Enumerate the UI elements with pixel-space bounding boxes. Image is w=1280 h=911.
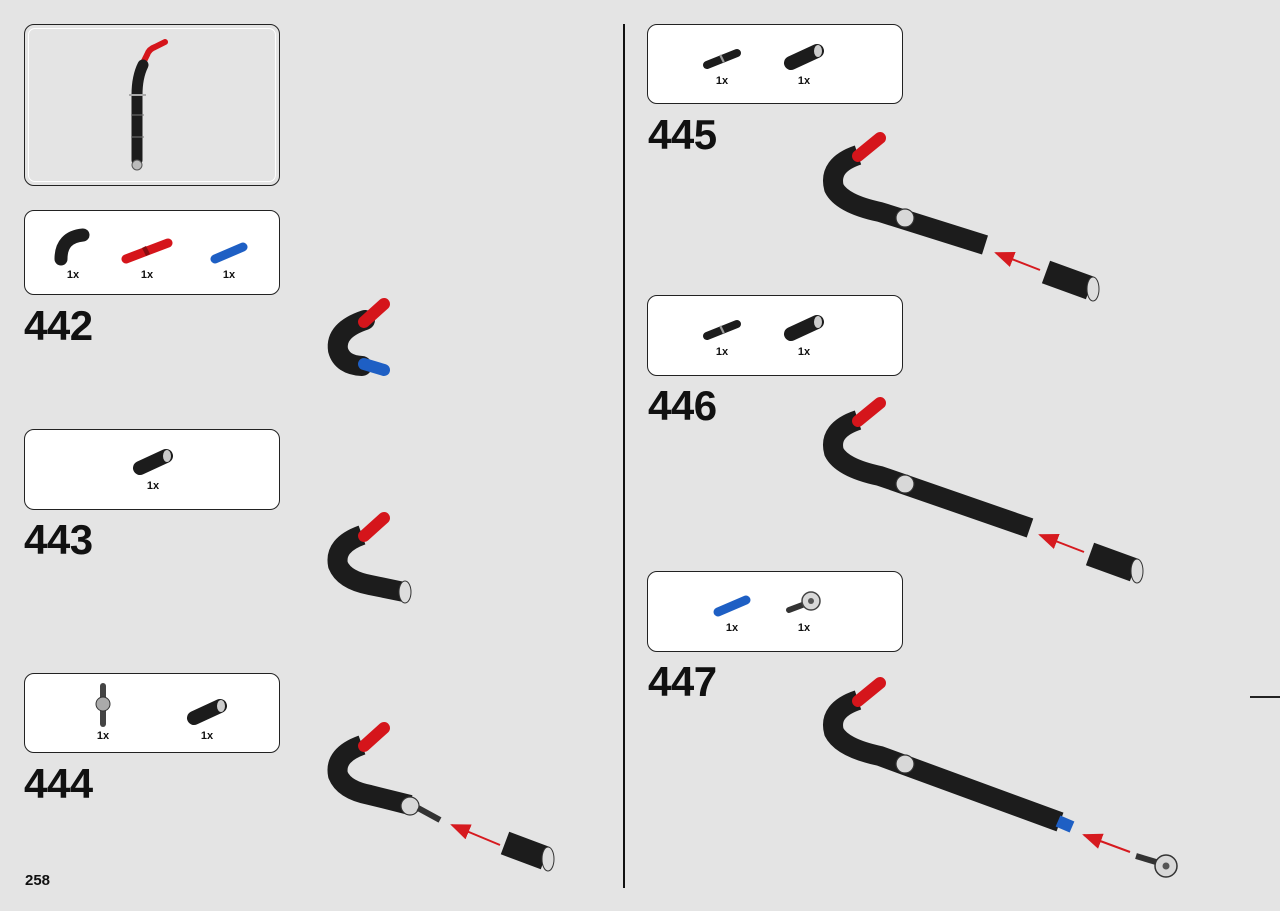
black-tube-connector-icon: [133, 449, 173, 475]
part-item: 1x: [702, 590, 762, 634]
step-447-parts-box: 1x 1x: [647, 571, 903, 652]
part-item: 1x: [123, 444, 183, 492]
black-tube-connector-icon: [187, 699, 227, 725]
step-446-model: [823, 397, 1144, 584]
step-444-model: [327, 722, 555, 872]
step-number: 446: [648, 382, 717, 429]
step-number: 445: [648, 111, 717, 158]
part-item: 1x: [774, 310, 834, 358]
step-447-model: [823, 677, 1178, 878]
page-number: 258: [25, 872, 51, 889]
step-number: 443: [24, 516, 93, 563]
step-446-parts-box: 1x 1x: [647, 295, 903, 376]
gray-axle-joint-icon: [786, 591, 821, 613]
part-item: 1x: [73, 682, 133, 742]
black-pin-icon: [703, 49, 741, 69]
step-445-parts-box: 1x 1x: [647, 24, 903, 104]
step-445-model: [823, 132, 1100, 302]
black-tube-connector-icon: [784, 44, 824, 70]
step-number: 444: [24, 760, 93, 807]
subassembly-preview: [24, 24, 280, 186]
part-item: 1x: [43, 223, 103, 281]
step-443-parts-box: 1x: [24, 429, 280, 510]
part-item: 1x: [117, 233, 177, 281]
part-item: 1x: [177, 694, 237, 742]
subassembly-model-image: [129, 39, 168, 171]
part-item: 1x: [692, 43, 752, 87]
part-item: 1x: [774, 586, 834, 634]
page-edge-marker: [1250, 696, 1280, 698]
gray-cross-connector-icon: [95, 683, 111, 727]
black-pin-icon: [703, 320, 741, 340]
curved-black-axle-connector-icon: [54, 228, 90, 266]
black-tube-connector-icon: [784, 315, 824, 341]
blue-pin-icon: [210, 242, 248, 264]
step-442-model: [327, 298, 390, 376]
step-444-parts-box: 1x 1x: [24, 673, 280, 753]
part-item: 1x: [692, 314, 752, 358]
part-item: 1x: [774, 39, 834, 87]
step-number: 442: [24, 302, 93, 349]
step-442-parts-box: 1x 1x 1x: [24, 210, 280, 295]
blue-pin-icon: [713, 595, 751, 617]
page-divider: [623, 24, 625, 888]
red-long-pin-icon: [121, 238, 173, 264]
step-443-model: [327, 512, 412, 604]
step-number: 447: [648, 658, 717, 705]
part-item: 1x: [199, 237, 259, 281]
